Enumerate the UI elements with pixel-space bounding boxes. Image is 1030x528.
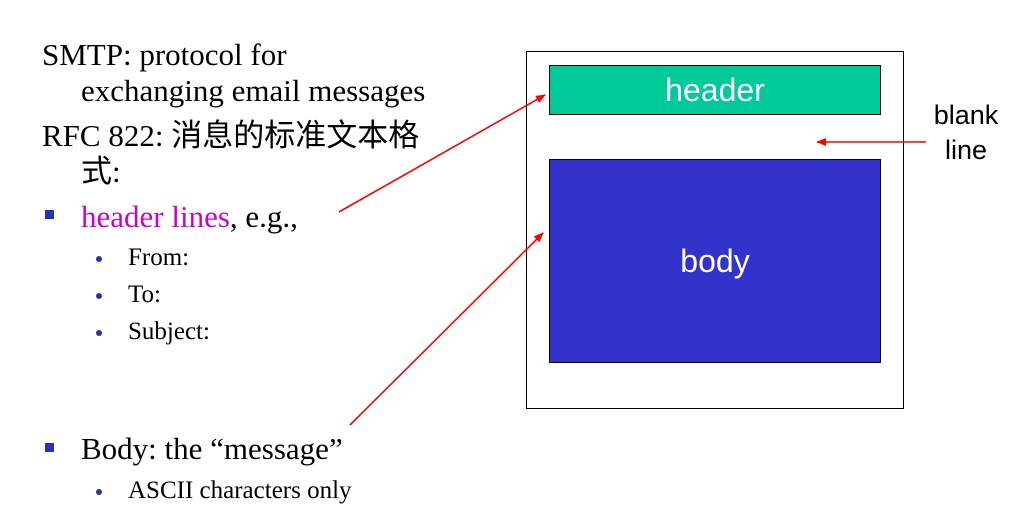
header-label: header	[665, 71, 765, 108]
square-bullet-icon	[45, 443, 54, 452]
dot-bullet-icon	[96, 330, 102, 336]
header-field-to: To:	[128, 281, 161, 308]
dot-bullet-icon	[96, 489, 102, 495]
rfc-line2: 式:	[81, 154, 121, 189]
smtp-line2: exchanging email messages	[81, 73, 426, 108]
header-lines-rest: , e.g.,	[229, 199, 298, 234]
header-field-from: From:	[128, 244, 190, 271]
header-lines-bullet: header lines, e.g.,	[81, 199, 298, 235]
blank-line-label: blank line	[933, 100, 999, 165]
dot-bullet-icon	[96, 293, 102, 299]
header-field-subject: Subject:	[128, 318, 210, 345]
square-bullet-icon	[45, 210, 54, 219]
header-lines-highlight: header lines	[81, 199, 230, 234]
rfc-line1: RFC 822: 消息的标准文本格	[42, 118, 420, 153]
body-sub-bullet: ASCII characters only	[128, 477, 352, 504]
header-box: header	[549, 65, 881, 115]
smtp-line1: SMTP: protocol for	[42, 37, 287, 72]
body-bullet: Body: the “message”	[81, 431, 343, 466]
dot-bullet-icon	[96, 256, 102, 262]
body-arrow	[349, 232, 544, 426]
body-box: body	[549, 159, 881, 363]
body-label: body	[680, 242, 750, 279]
